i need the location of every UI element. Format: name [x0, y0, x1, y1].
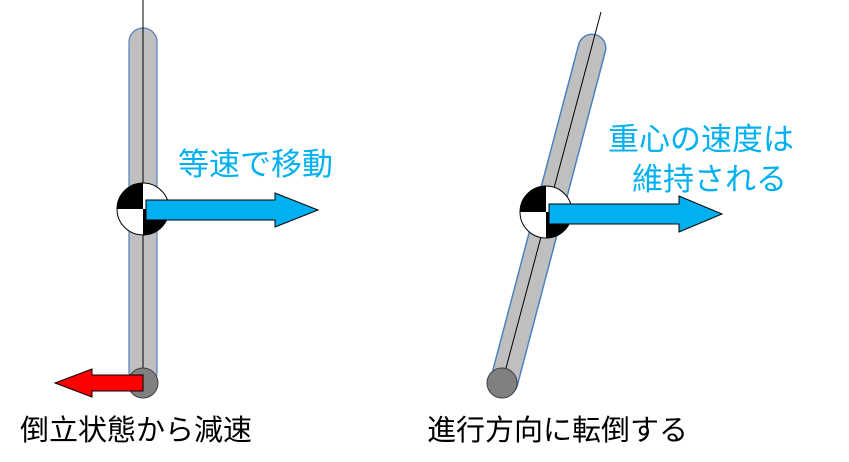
left-pendulum: 等速で移動 倒立状態から減速 — [20, 0, 333, 447]
right-motion-label-line1: 重心の速度は — [608, 122, 794, 158]
left-velocity-arrow — [145, 192, 320, 228]
left-center-of-mass-icon — [116, 182, 170, 236]
left-caption: 倒立状態から減速 — [20, 413, 252, 447]
right-caption: 進行方向に転倒する — [427, 413, 688, 447]
left-motion-label: 等速で移動 — [178, 147, 333, 183]
right-pendulum: 重心の速度は 維持される 進行方向に転倒する — [427, 11, 794, 447]
right-wheel — [486, 367, 518, 399]
left-decel-arrow — [53, 368, 144, 398]
right-velocity-arrow — [548, 195, 724, 233]
right-motion-label-line2: 維持される — [632, 162, 787, 198]
